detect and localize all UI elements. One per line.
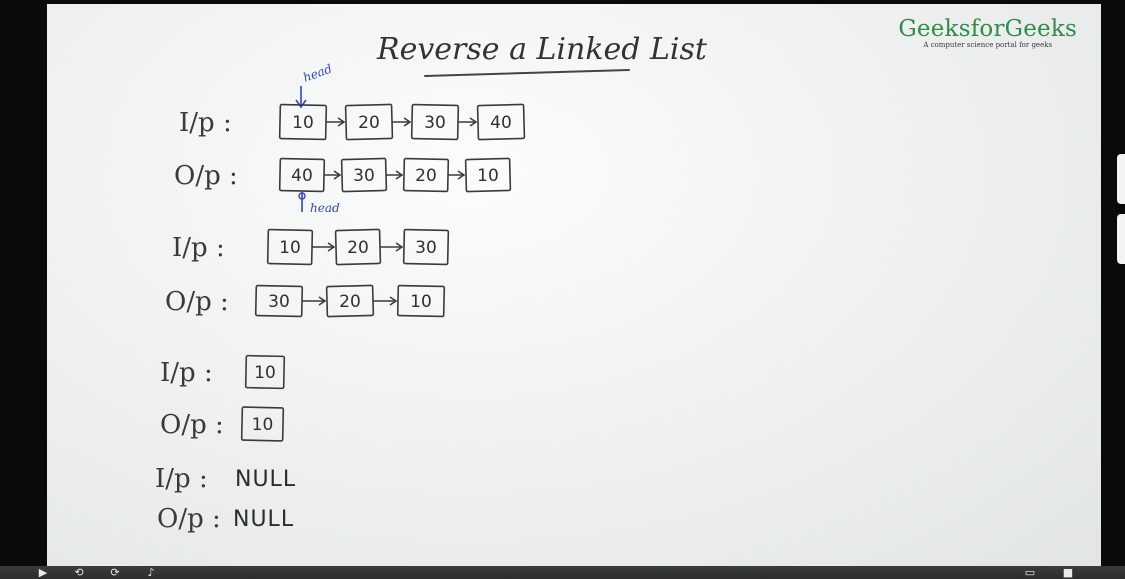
next-pointer-arrowhead [333, 170, 342, 180]
list-node-value: 40 [291, 166, 313, 186]
null-value: NULL [233, 507, 294, 532]
list-node-box [410, 103, 460, 141]
head-label-bottom: head [310, 201, 340, 215]
list-node-value: 20 [339, 292, 361, 312]
side-panel-tab-1[interactable] [1117, 154, 1125, 204]
fullscreen-icon[interactable]: ■ [1062, 566, 1074, 579]
next-pointer-arrowhead [457, 170, 466, 180]
next-pointer-arrowhead [403, 117, 412, 127]
null-row: O/p : NULL [157, 504, 294, 534]
player-controls-bar: ▶ ⟲ ⟳ ♪ ▭ ■ [0, 566, 1125, 579]
list-row: I/p : 10 [160, 354, 286, 390]
list-row: I/p : 10 20 30 40 [179, 103, 526, 141]
list-node-value: 40 [490, 113, 512, 133]
head-arrow-bottom-marker [298, 192, 306, 200]
next-pointer-arrowhead [395, 170, 404, 180]
captions-icon[interactable]: ▭ [1024, 566, 1036, 579]
list-node-value: 30 [353, 166, 375, 186]
list-node-box [344, 103, 394, 141]
list-row: O/p : 10 [160, 406, 285, 442]
head-label-top: head [301, 61, 334, 84]
next-pointer-arrowhead [327, 242, 336, 252]
list-node-box [254, 284, 304, 318]
next-pointer-arrowhead [469, 117, 478, 127]
list-node-value: 20 [347, 238, 369, 258]
list-node-box [266, 228, 314, 266]
row-label: I/p : [179, 108, 232, 138]
row-label: I/p : [160, 358, 213, 388]
list-node-box [244, 354, 286, 390]
row-label: I/p : [155, 464, 208, 494]
list-node-value: 10 [477, 166, 499, 186]
list-node-box [334, 228, 382, 266]
next-pointer-arrowhead [337, 117, 346, 127]
row-label: I/p : [172, 233, 225, 263]
list-node-box [396, 284, 446, 318]
row-label: O/p : [160, 410, 224, 440]
null-row: I/p : NULL [155, 464, 296, 494]
list-node-value: 10 [292, 113, 314, 133]
list-node-value: 10 [410, 292, 432, 312]
list-node-value: 30 [424, 113, 446, 133]
list-node-box [278, 157, 326, 193]
whiteboard: Reverse a Linked List head head I/p : 10 2… [155, 32, 708, 534]
list-row: O/p : 40 30 20 10 [174, 157, 512, 193]
head-arrowhead-top [295, 99, 307, 109]
list-node-value: 10 [254, 363, 276, 383]
brand-logo: GeeksforGeeks A computer science portal … [898, 16, 1077, 49]
list-node-value: 10 [279, 238, 301, 258]
list-node-value: 10 [252, 415, 274, 435]
rewind-icon[interactable]: ⟲ [74, 566, 84, 579]
video-frame[interactable]: Reverse a Linked List head head I/p : 10 2… [47, 4, 1101, 566]
row-label: O/p : [165, 287, 229, 317]
null-rows: I/p : NULL O/p : NULL [155, 464, 296, 534]
list-node-value: 30 [415, 238, 437, 258]
list-node-box [402, 228, 450, 266]
list-row: O/p : 30 20 10 [165, 284, 446, 318]
brand-name: GeeksforGeeks [898, 16, 1077, 42]
list-node-value: 20 [358, 113, 380, 133]
side-panel-tab-2[interactable] [1117, 214, 1125, 264]
list-node-box [464, 157, 512, 193]
title-underline [424, 69, 630, 77]
list-node-box [240, 406, 285, 442]
board-title: Reverse a Linked List [376, 32, 708, 67]
row-label: O/p : [157, 504, 221, 534]
list-node-box [476, 103, 526, 141]
volume-icon[interactable]: ♪ [147, 566, 155, 579]
play-icon[interactable]: ▶ [38, 566, 48, 579]
brand-tagline: A computer science portal for geeks [923, 41, 1053, 49]
list-node-box [325, 284, 375, 318]
forward-icon[interactable]: ⟳ [110, 566, 120, 579]
null-value: NULL [235, 467, 296, 492]
next-pointer-arrowhead [389, 296, 398, 306]
row-label: O/p : [174, 161, 238, 191]
list-row: I/p : 10 20 30 [172, 228, 450, 266]
next-pointer-arrowhead [318, 296, 327, 306]
list-node-value: 20 [415, 166, 437, 186]
player-controls-right: ▭ ■ [1021, 566, 1125, 579]
list-node-value: 30 [268, 292, 290, 312]
list-node-box [402, 157, 450, 193]
list-node-box [278, 103, 328, 141]
list-node-box [340, 157, 388, 193]
next-pointer-arrowhead [395, 242, 404, 252]
